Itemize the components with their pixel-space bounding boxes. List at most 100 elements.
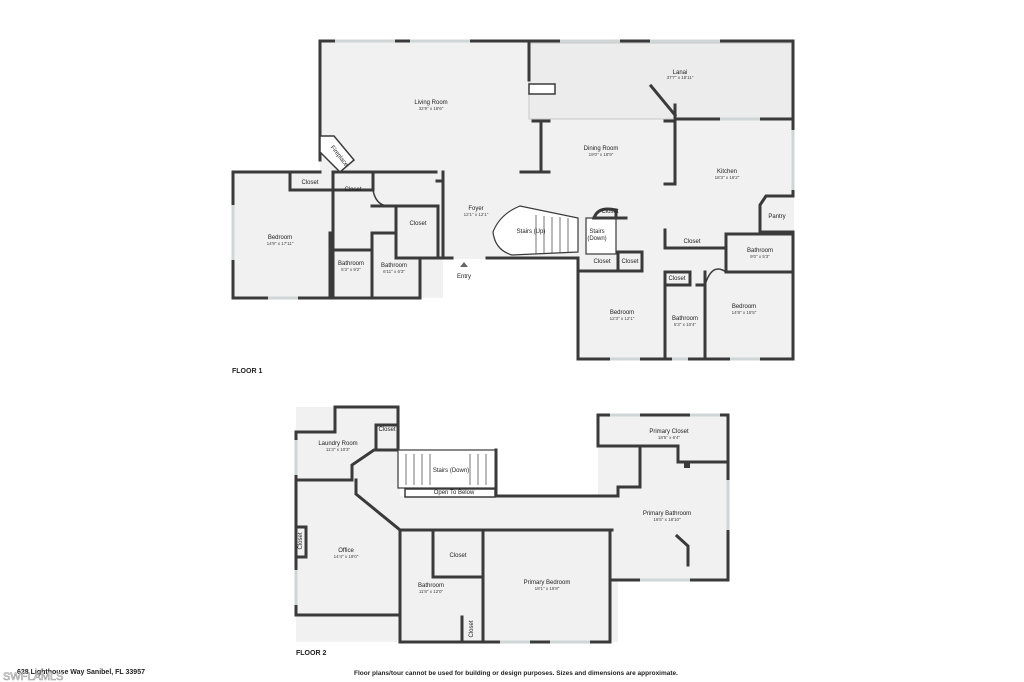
closet-label: Closet (298, 532, 304, 549)
room-name-kitchen: Kitchen (717, 169, 737, 175)
room-dim-bedroom-east: 14'8" x 15'5" (732, 310, 757, 315)
kitchen-wall (663, 103, 677, 186)
room-dim-laundry: 11'3" x 10'3" (326, 447, 351, 452)
stairs-down-label-2: (Down) (587, 236, 606, 242)
office-wall (294, 430, 402, 617)
closet-label: Closet (378, 427, 395, 433)
property-address: 628 Lighthouse Way Sanibel, FL 33957 (17, 669, 145, 676)
room-dim-living: 32'9" x 18'6" (419, 106, 444, 111)
column (684, 462, 690, 468)
dining-angle-wall (648, 83, 678, 118)
floor-2: Laundry Room 11'3" x 10'3" Closet Stairs… (294, 405, 730, 657)
closet-wall (638, 444, 730, 464)
room-name-bedroom-west: Bedroom (268, 235, 292, 241)
windows-floor2 (294, 413, 730, 644)
room-dim-primary-bedroom: 18'1" x 15'8" (535, 586, 560, 591)
closet-label: Closet (449, 553, 466, 559)
room-dim-office: 14'4" x 19'0" (334, 554, 359, 559)
stairs-down-shape (585, 217, 617, 255)
room-dim-primary-closet: 18'5" x 6'4" (658, 435, 681, 440)
room-name-laundry: Laundry Room (318, 441, 357, 447)
office-angle (354, 478, 403, 533)
floor-1-label: FLOOR 1 (232, 368, 262, 375)
entry-arrow-icon (460, 262, 468, 267)
room-name-office: Office (338, 548, 354, 554)
hall-wall (494, 448, 642, 498)
closet-label: Closet (621, 259, 638, 265)
room-dim-bathroom: 11'8" x 12'0" (419, 589, 444, 594)
room-dim-foyer: 12'1" x 12'1" (464, 212, 489, 217)
room-name-bath-w2: Bathroom (381, 263, 407, 269)
floor2-center-fill (400, 496, 618, 642)
closet-label: Closet (683, 239, 700, 245)
pantry-wall (758, 194, 795, 234)
closet-label: Closet (469, 620, 475, 637)
closet-label: Closet (593, 259, 610, 265)
room-name-lanai: Lanai (673, 70, 688, 76)
room-name-bedroom-south: Bedroom (610, 310, 634, 316)
closet-wall (331, 170, 375, 192)
door-swing (372, 189, 390, 207)
watermark: SWFLAMLS (3, 671, 64, 682)
closet-label: Closet (409, 221, 426, 227)
west-bedroom-wall (231, 170, 332, 300)
floor-2-label: FLOOR 2 (296, 650, 326, 657)
stairs-down-label: Stairs (Down) (433, 468, 469, 474)
room-name-pantry: Pantry (768, 214, 785, 220)
office-closet (294, 525, 308, 559)
room-name-bathroom: Bathroom (418, 583, 444, 589)
closet-wall (431, 528, 485, 579)
floor-1: Living Room 32'9" x 18'6" Lanai 37'7" x … (231, 39, 795, 375)
lanai-area (528, 42, 794, 120)
stairs-down-2-treads (405, 454, 487, 485)
stairs-up-label: Stairs (Up) (517, 229, 546, 235)
closet-label: Closet (668, 276, 685, 282)
room-dim-bedroom-south: 12'3" x 12'1" (610, 316, 635, 321)
room-name-bath-south: Bathroom (672, 316, 698, 322)
floor1-west-wing-fill (233, 172, 443, 298)
closet-wall (288, 170, 335, 192)
room-name-bath-east: Bathroom (747, 248, 773, 254)
shower-wall (674, 533, 690, 567)
room-dim-bath-w2: 6'11" x 6'3" (383, 269, 405, 274)
room-dim-bath-south: 5'3" x 10'4" (674, 322, 697, 327)
laundry-wall (294, 405, 400, 452)
bath-wall (398, 528, 464, 644)
room-dim-bath-w1: 5'3" x 9'2" (341, 267, 361, 272)
room-name-dining: Dining Room (584, 146, 619, 152)
room-dim-kitchen: 18'3" x 16'2" (715, 175, 740, 180)
fireplace-shape (319, 135, 356, 174)
open-to-below-label: Open To Below (434, 490, 475, 496)
closet-wall (663, 270, 692, 287)
room-name-bedroom-east: Bedroom (732, 304, 756, 310)
closets-wall (576, 250, 644, 273)
room-name-primary-closet: Primary Closet (649, 429, 689, 435)
disclaimer-text: Floor plans/tour cannot be used for buil… (354, 670, 678, 677)
bath-wall (460, 528, 485, 644)
windows (231, 39, 795, 361)
stairs-up-shape (492, 205, 579, 256)
stairs-up-treads (535, 215, 569, 254)
entry-label: Entry (457, 274, 471, 280)
stairs-down-label-1: Stairs (589, 229, 604, 235)
room-name-primary-bathroom: Primary Bathroom (643, 511, 691, 517)
closet-label: Closet (301, 180, 318, 186)
room-dim-bedroom-west: 14'9" x 17'11" (267, 241, 294, 246)
lanai-planter (528, 83, 556, 95)
floor2-west-fill (296, 407, 400, 642)
primary-wall (596, 413, 642, 489)
floor2-east-fill (598, 415, 728, 580)
closet-wall (394, 204, 440, 260)
room-name-foyer: Foyer (468, 206, 483, 212)
room-name-bath-w1: Bathroom (338, 261, 364, 267)
laundry-wall (294, 448, 400, 482)
room-name-living: Living Room (414, 100, 447, 106)
door-swing (704, 268, 727, 286)
room-dim-bath-east: 9'0" x 5'3" (750, 254, 770, 259)
closet-label: Closet (344, 187, 361, 193)
room-dim-primary-bathroom: 16'5" x 18'10" (653, 517, 681, 522)
room-dim-dining: 19'0" x 18'9" (589, 152, 614, 157)
room-name-primary-bedroom: Primary Bedroom (524, 580, 571, 586)
room-dim-lanai: 37'7" x 18'11" (667, 75, 694, 80)
